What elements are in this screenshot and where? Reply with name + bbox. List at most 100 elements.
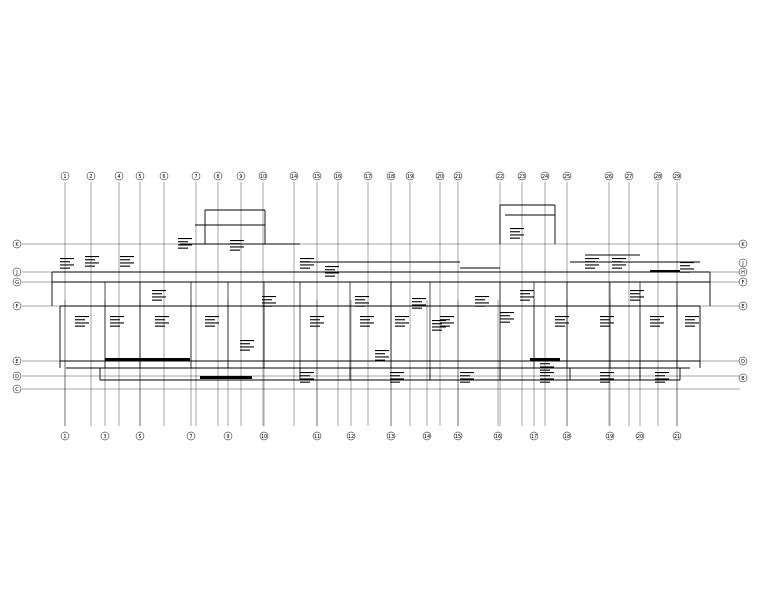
annotation-line: [685, 325, 695, 327]
annotation-line: [650, 316, 664, 318]
axis-bubble-bottom: 10: [259, 431, 269, 441]
annotation-line: [262, 296, 276, 298]
axis-bubble-right: H: [738, 267, 748, 277]
annotation-line: [60, 267, 70, 269]
axis-bubble-top: 25: [562, 171, 572, 181]
annotation-line: [412, 304, 426, 306]
axis-bubble-right: B: [738, 373, 748, 383]
annotation-mark: [262, 296, 276, 307]
annotation-line: [440, 322, 454, 324]
annotation-line: [152, 299, 162, 301]
annotation-line: [85, 262, 99, 264]
annotation-line: [310, 316, 324, 318]
annotation-line: [585, 261, 595, 263]
annotation-line: [152, 293, 162, 295]
annotation-line: [390, 375, 400, 377]
axis-label: 12: [348, 434, 354, 440]
axis-label: 10: [260, 174, 266, 180]
annotation-line: [262, 305, 272, 307]
annotation-line: [395, 325, 405, 327]
annotation-line: [412, 301, 422, 303]
annotation-line: [375, 353, 385, 355]
annotation-line: [440, 319, 450, 321]
axis-bubble-bottom: 5: [135, 431, 145, 441]
axis-label: E: [741, 304, 744, 310]
annotation-line: [75, 319, 85, 321]
axis-label: 21: [674, 434, 680, 440]
annotation-line: [120, 256, 134, 258]
axis-bubble-circle: [12, 384, 22, 394]
annotation-line: [300, 261, 310, 263]
annotation-mark: [310, 316, 324, 327]
annotation-line: [395, 319, 405, 321]
axis-label: D: [741, 359, 745, 365]
axis-label: 19: [607, 434, 613, 440]
axis-bubble-circle: [624, 171, 634, 181]
axis-bubble-top: 21: [453, 171, 463, 181]
beam-lines: [51, 204, 711, 381]
annotation-line: [300, 372, 314, 374]
annotation-line: [155, 322, 169, 324]
annotation-line: [680, 271, 690, 273]
annotation-line: [390, 381, 400, 383]
annotation-line: [685, 322, 699, 324]
annotation-line: [432, 323, 442, 325]
annotation-mark: [540, 360, 554, 371]
axis-bubble-bottom: 9: [223, 431, 233, 441]
axis-bubble-circle: [186, 431, 196, 441]
annotation-line: [85, 256, 99, 258]
axis-bubble-right: J: [738, 258, 748, 268]
axis-bubble-circle: [86, 171, 96, 181]
annotation-line: [680, 262, 694, 264]
axis-bubble-circle: [738, 277, 748, 287]
annotation-line: [600, 322, 614, 324]
axis-bubble-circle: [386, 171, 396, 181]
annotation-line: [655, 378, 669, 380]
axis-bubble-circle: [738, 373, 748, 383]
annotation-mark: [360, 316, 374, 327]
axis-bubble-circle: [259, 431, 269, 441]
axis-bubble-top: 24: [540, 171, 550, 181]
axis-bubble-top: 19: [405, 171, 415, 181]
annotation-line: [680, 268, 694, 270]
annotation-line: [432, 329, 442, 331]
axis-bubble-circle: [236, 171, 246, 181]
annotation-line: [412, 307, 422, 309]
axis-bubble-top: 14: [289, 171, 299, 181]
axis-bubble-top: 5: [135, 171, 145, 181]
annotation-mark: [432, 320, 446, 331]
annotation-line: [178, 247, 188, 249]
axis-bubble-circle: [289, 171, 299, 181]
wall-segment: [530, 358, 560, 361]
annotation-line: [262, 299, 272, 301]
axis-label: 28: [655, 174, 661, 180]
annotation-line: [110, 322, 124, 324]
annotation-line: [310, 319, 320, 321]
annotation-mark: [152, 290, 166, 301]
annotation-line: [432, 320, 446, 322]
axis-bubble-right: F: [738, 277, 748, 287]
annotation-mark: [75, 316, 89, 327]
axis-bubble-bottom: 16: [493, 431, 503, 441]
annotation-line: [650, 325, 660, 327]
annotation-line: [680, 265, 690, 267]
annotation-line: [155, 319, 165, 321]
axis-label: 13: [388, 434, 394, 440]
annotation-mark: [85, 256, 99, 267]
axis-bubble-top: 10: [258, 171, 268, 181]
axis-label: 27: [626, 174, 632, 180]
annotation-line: [152, 290, 166, 292]
annotation-line: [460, 381, 470, 383]
annotation-line: [630, 293, 640, 295]
axis-bubble-top: 4: [114, 171, 124, 181]
annotation-line: [555, 316, 569, 318]
annotation-line: [395, 322, 409, 324]
annotation-mark: [355, 296, 369, 307]
annotation-line: [325, 266, 339, 268]
axis-label: 16: [495, 434, 501, 440]
annotation-line: [510, 228, 524, 230]
axis-bubble-circle: [60, 171, 70, 181]
annotation-line: [300, 378, 314, 380]
